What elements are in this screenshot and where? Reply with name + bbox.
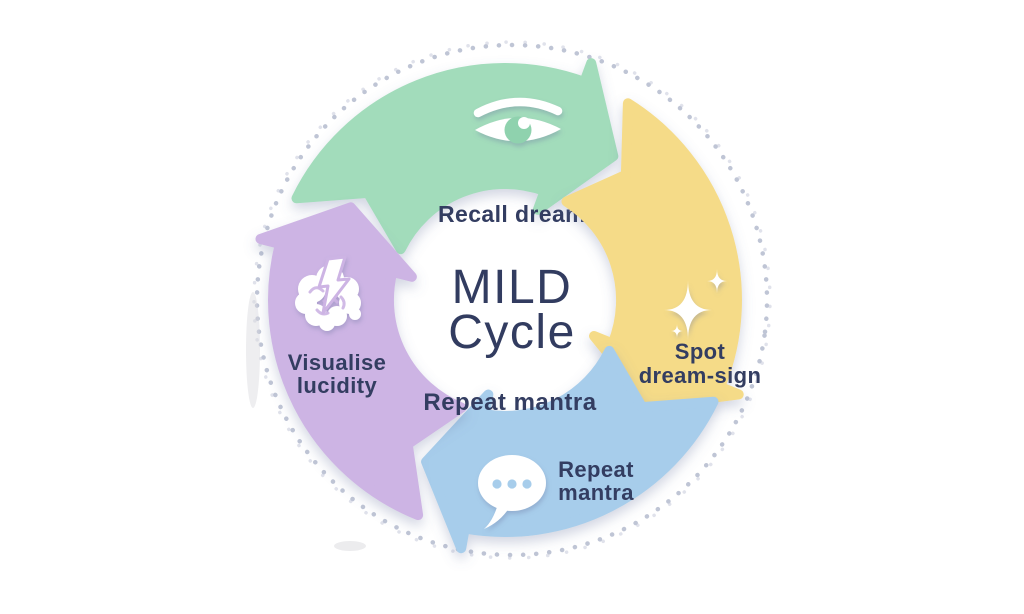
repeat-mantra-label-line2: mantra — [558, 480, 634, 505]
step-recall-dream — [291, 58, 619, 255]
sparkles-icon — [664, 269, 727, 340]
spot-dream-sign-label-line2: dream-sign — [639, 363, 762, 388]
speech-bubble-icon — [478, 455, 546, 529]
visualise-lucidity-label-line2: lucidity — [297, 373, 378, 398]
smudge-mark — [334, 541, 366, 551]
step-spot-dream-sign — [561, 98, 744, 411]
repeat-mantra-label-line1: Repeat — [558, 457, 634, 482]
diagram-title-line1: MILD — [452, 261, 573, 314]
diagram-title-line2: Cycle — [448, 306, 576, 359]
center-note: Repeat mantra — [423, 389, 596, 416]
spot-dream-sign-label-line1: Spot — [675, 339, 726, 364]
spot-dream-sign-arrow — [561, 98, 744, 411]
recall-dream-arrow — [291, 58, 619, 255]
recall-dream-label: Recall dream — [438, 201, 586, 227]
dotted-ring — [246, 40, 772, 560]
brain-lightning-icon — [295, 255, 361, 331]
dotted-ring-circle — [254, 42, 770, 558]
dotted-ring-circle-faint — [252, 40, 772, 560]
smudge-mark — [246, 292, 260, 408]
eye-icon — [473, 97, 563, 144]
visualise-lucidity-label-line1: Visualise — [288, 350, 387, 375]
